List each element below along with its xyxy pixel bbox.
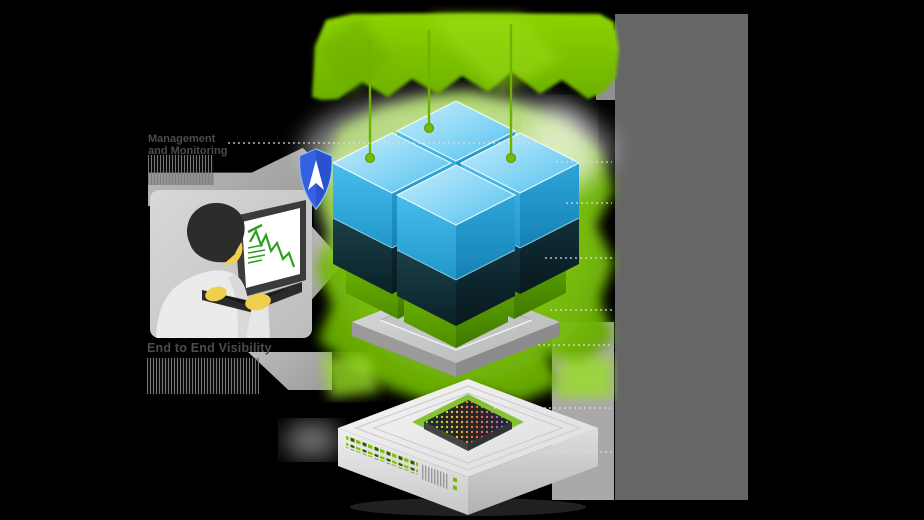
compute-cube-front bbox=[395, 164, 517, 326]
white-glow-switch bbox=[284, 422, 340, 458]
network-switch bbox=[338, 379, 598, 515]
redacted-text-panel bbox=[615, 14, 748, 500]
green-canopy-blob bbox=[312, 13, 619, 100]
redacted-text-stripes-top bbox=[148, 155, 214, 185]
shield-cursor-icon bbox=[297, 148, 335, 212]
switch-ports bbox=[346, 435, 457, 491]
person-right-hand bbox=[245, 293, 271, 311]
person-at-laptop-illustration bbox=[156, 200, 306, 338]
management-label-line1: Management bbox=[148, 133, 216, 145]
management-label: Management and Monitoring bbox=[148, 133, 228, 158]
visibility-label: End to End Visibility bbox=[147, 341, 272, 355]
green-stem-node-dots bbox=[365, 24, 516, 163]
compute-cube-layer bbox=[331, 100, 581, 326]
laptop-monitoring-chart bbox=[247, 223, 296, 268]
management-label-line2: and Monitoring bbox=[148, 144, 228, 157]
switch-asic-chip bbox=[412, 394, 524, 451]
redacted-text-stripes-bottom bbox=[147, 358, 259, 394]
person-left-hand bbox=[205, 286, 227, 302]
person-hair bbox=[186, 202, 245, 263]
person-right-arm bbox=[246, 302, 270, 338]
person-body bbox=[156, 270, 252, 338]
dotted-connector-lines bbox=[228, 142, 612, 453]
operator-card bbox=[150, 190, 312, 338]
laptop-base bbox=[202, 282, 302, 312]
